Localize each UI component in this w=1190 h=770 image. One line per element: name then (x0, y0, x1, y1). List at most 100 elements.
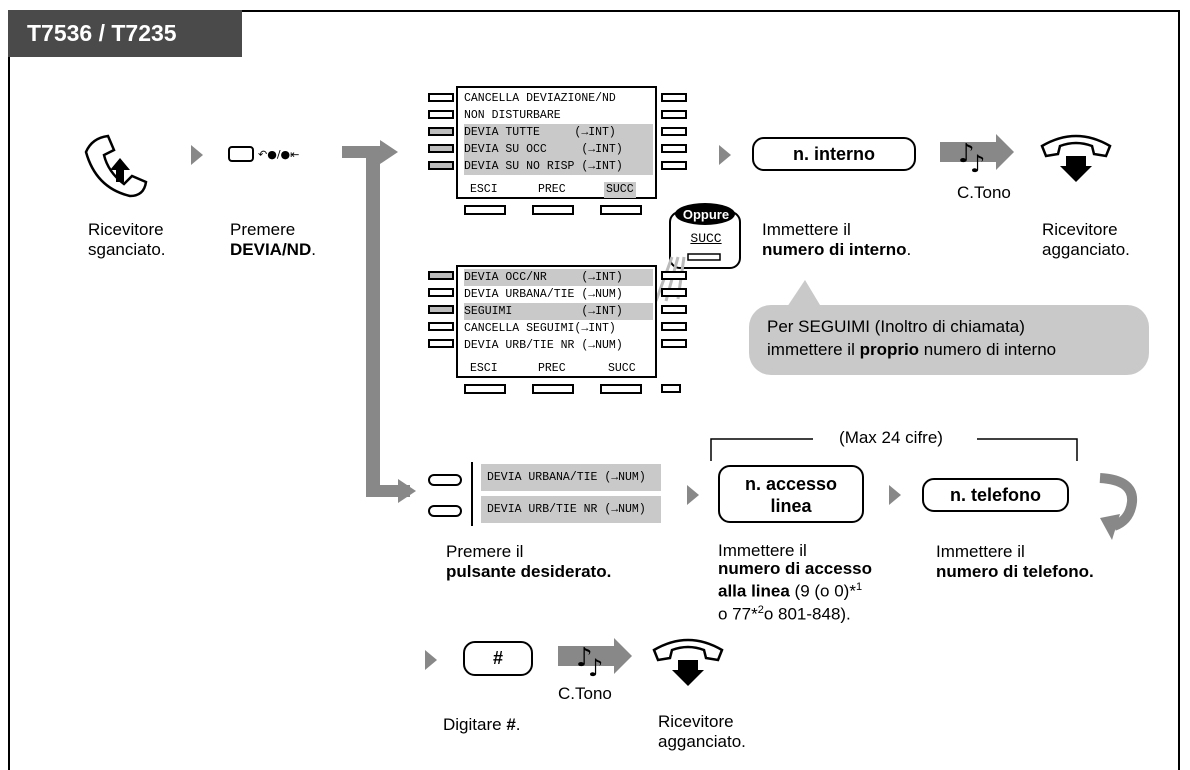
line-access-line1: n. accesso (744, 474, 838, 494)
note-line2a: immettere il (767, 340, 860, 359)
extension-caption-bold: numero di interno (762, 240, 907, 259)
hash-caption-text: Digitare (443, 715, 507, 734)
on-hook-caption-2: Ricevitore agganciato. (658, 712, 746, 751)
display-screen-2: DEVIA OCC/NR (→INT) DEVIA URBANA/TIE (→N… (456, 265, 657, 378)
display-row: DEVIA URB/TIE NR (→NUM) (464, 339, 623, 352)
phone-number-box: n. telefono (922, 478, 1069, 512)
line-access-caption: Immettere il numero di accesso alla line… (718, 542, 872, 623)
side-key[interactable] (661, 339, 687, 348)
svg-text:♪: ♪ (576, 643, 593, 673)
flow-arrow (425, 650, 437, 670)
soft-label-succ: SUCC (604, 182, 636, 198)
access-caption-range: o 801-848). (763, 604, 851, 624)
svg-text:♪: ♪ (970, 150, 985, 176)
soft-key[interactable] (532, 205, 574, 215)
side-key[interactable] (428, 322, 454, 331)
hash-caption-bold: # (506, 715, 516, 734)
confirmation-tone-icon: ♪ ♪ (940, 134, 1014, 176)
extension-number-box: n. interno (752, 137, 916, 171)
tone-caption-2: C.Tono (558, 684, 612, 703)
side-key[interactable] (428, 161, 454, 170)
flow-arrow (687, 485, 699, 505)
soft-label-esci: ESCI (470, 362, 498, 375)
side-key[interactable] (428, 93, 454, 102)
max-digits-label: (Max 24 cifre) (839, 428, 943, 447)
flow-arrow (719, 145, 731, 165)
side-key[interactable] (428, 288, 454, 297)
handset-off-hook-icon (84, 134, 148, 198)
phone-caption-bold: numero di telefono. (936, 562, 1094, 581)
side-key[interactable] (661, 127, 687, 136)
flexible-button[interactable] (428, 505, 462, 517)
side-key[interactable] (428, 271, 454, 280)
press-fwd-line1: Premere (230, 220, 296, 239)
display-row: SEGUIMI (→INT) (464, 303, 653, 320)
display-row: CANCELLA DEVIAZIONE/ND (464, 92, 616, 105)
soft-key[interactable] (464, 384, 506, 394)
svg-text:♪: ♪ (588, 654, 603, 680)
note-line1: Per SEGUIMI (Inoltro di chiamata) (767, 317, 1025, 336)
side-key[interactable] (428, 144, 454, 153)
flow-arrow (191, 145, 203, 165)
press-fwd-caption: Premere DEVIA/ND. (230, 220, 316, 260)
note-line2-bold: proprio (859, 340, 920, 359)
extension-caption-line1: Immettere il (762, 220, 851, 239)
press-button-line1: Premere il (446, 542, 524, 561)
note-line2c: numero di interno (919, 340, 1057, 359)
hash-caption-period: . (515, 715, 521, 734)
soft-key[interactable] (600, 384, 642, 394)
button-divider (471, 462, 473, 526)
access-caption-bold2: alla linea (718, 581, 790, 601)
oppure-badge: Oppure (682, 207, 730, 222)
extension-caption: Immettere il numero di interno. (762, 220, 911, 260)
display-row: CANCELLA SEGUIMI(→INT) (464, 322, 616, 335)
max-digits-bracket (710, 438, 1078, 461)
soft-key[interactable] (532, 384, 574, 394)
press-fwd-key-name: DEVIA/ND (230, 240, 312, 259)
side-key[interactable] (661, 322, 687, 331)
soft-key[interactable] (600, 205, 642, 215)
continue-arrow-icon (1099, 473, 1138, 540)
button-label-1: DEVIA URBANA/TIE (→NUM) (481, 464, 661, 491)
side-key[interactable] (661, 144, 687, 153)
burst-lines-icon (654, 256, 686, 302)
soft-label-esci: ESCI (470, 183, 498, 196)
fwd-dnd-symbol-icon: ↶●/●⇤ (258, 148, 299, 161)
svg-text:↶●/●⇤: ↶●/●⇤ (258, 148, 299, 161)
phone-caption-line1: Immettere il (936, 542, 1025, 561)
button-label-2: DEVIA URB/TIE NR (→NUM) (481, 496, 661, 523)
side-key[interactable] (661, 271, 687, 280)
flow-arrow (889, 485, 901, 505)
footnote-2: 2 (757, 603, 764, 616)
confirmation-tone-icon: ♪ ♪ (558, 638, 632, 680)
flexible-button[interactable] (428, 474, 462, 486)
off-hook-caption: Ricevitore sganciato. (88, 220, 166, 259)
tone-caption-1: C.Tono (957, 183, 1011, 202)
press-button-bold: pulsante desiderato. (446, 562, 612, 581)
side-key[interactable] (661, 93, 687, 102)
side-key[interactable] (661, 305, 687, 314)
extension-caption-period: . (906, 240, 912, 259)
side-key[interactable] (661, 110, 687, 119)
access-caption-codes: (9 (o 0)* (789, 581, 856, 601)
side-key[interactable] (428, 305, 454, 314)
side-key[interactable] (428, 110, 454, 119)
press-fwd-period: . (311, 240, 316, 259)
side-key[interactable] (661, 384, 681, 393)
diagram-frame (8, 10, 1180, 770)
soft-label-succ: SUCC (608, 362, 636, 375)
fwd-dnd-key-icon (228, 146, 254, 162)
press-button-caption: Premere il pulsante desiderato. (446, 542, 611, 582)
access-caption-77: o 77* (718, 604, 758, 624)
side-key[interactable] (661, 288, 687, 297)
side-key[interactable] (428, 339, 454, 348)
side-key[interactable] (428, 127, 454, 136)
display-row: DEVIA URBANA/TIE (→NUM) (464, 288, 623, 301)
side-key[interactable] (661, 161, 687, 170)
hash-key-box: # (463, 641, 533, 676)
line-access-line2: linea (770, 496, 812, 516)
display-screen-1: CANCELLA DEVIAZIONE/ND NON DISTURBARE DE… (456, 86, 657, 199)
soft-key[interactable] (464, 205, 506, 215)
page-title: T7536 / T7235 (8, 10, 242, 57)
display-row: DEVIA OCC/NR (→INT) (464, 269, 653, 286)
